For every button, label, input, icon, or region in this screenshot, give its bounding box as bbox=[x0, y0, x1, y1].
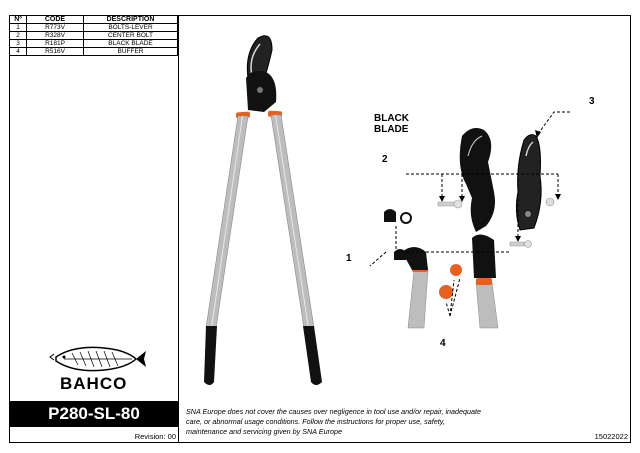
black-blade-label: BLACK BLADE bbox=[374, 113, 409, 135]
model-number: P280-SL-80 bbox=[10, 401, 178, 427]
lopper-tool bbox=[204, 35, 322, 385]
document-number: 15022022 bbox=[594, 432, 628, 441]
callout-3: 3 bbox=[589, 96, 595, 107]
revision-label: Revision: 00 bbox=[134, 432, 176, 441]
spec-sheet: Nº CODE DESCRIPTION 1 R773V BOLTS-LEVER … bbox=[9, 15, 631, 443]
black-blade-label-line1: BLACK bbox=[374, 113, 409, 124]
parts-table: Nº CODE DESCRIPTION 1 R773V BOLTS-LEVER … bbox=[10, 16, 178, 56]
black-blade-label-line2: BLADE bbox=[374, 124, 409, 135]
bahco-fish-logo-icon bbox=[49, 346, 146, 372]
table-row: 4 R516V BUFFER bbox=[10, 47, 178, 56]
exploded-parts-diagram bbox=[369, 111, 570, 329]
callout-2: 2 bbox=[382, 154, 388, 165]
disclaimer-text: SNA Europe does not cover the causes ove… bbox=[186, 407, 482, 436]
callout-1: 1 bbox=[346, 253, 352, 264]
brand-name: BAHCO bbox=[60, 374, 128, 393]
left-panel: Nº CODE DESCRIPTION 1 R773V BOLTS-LEVER … bbox=[10, 16, 179, 442]
callout-4: 4 bbox=[440, 338, 446, 349]
part-description: BUFFER bbox=[83, 47, 178, 56]
product-illustration bbox=[204, 35, 570, 385]
